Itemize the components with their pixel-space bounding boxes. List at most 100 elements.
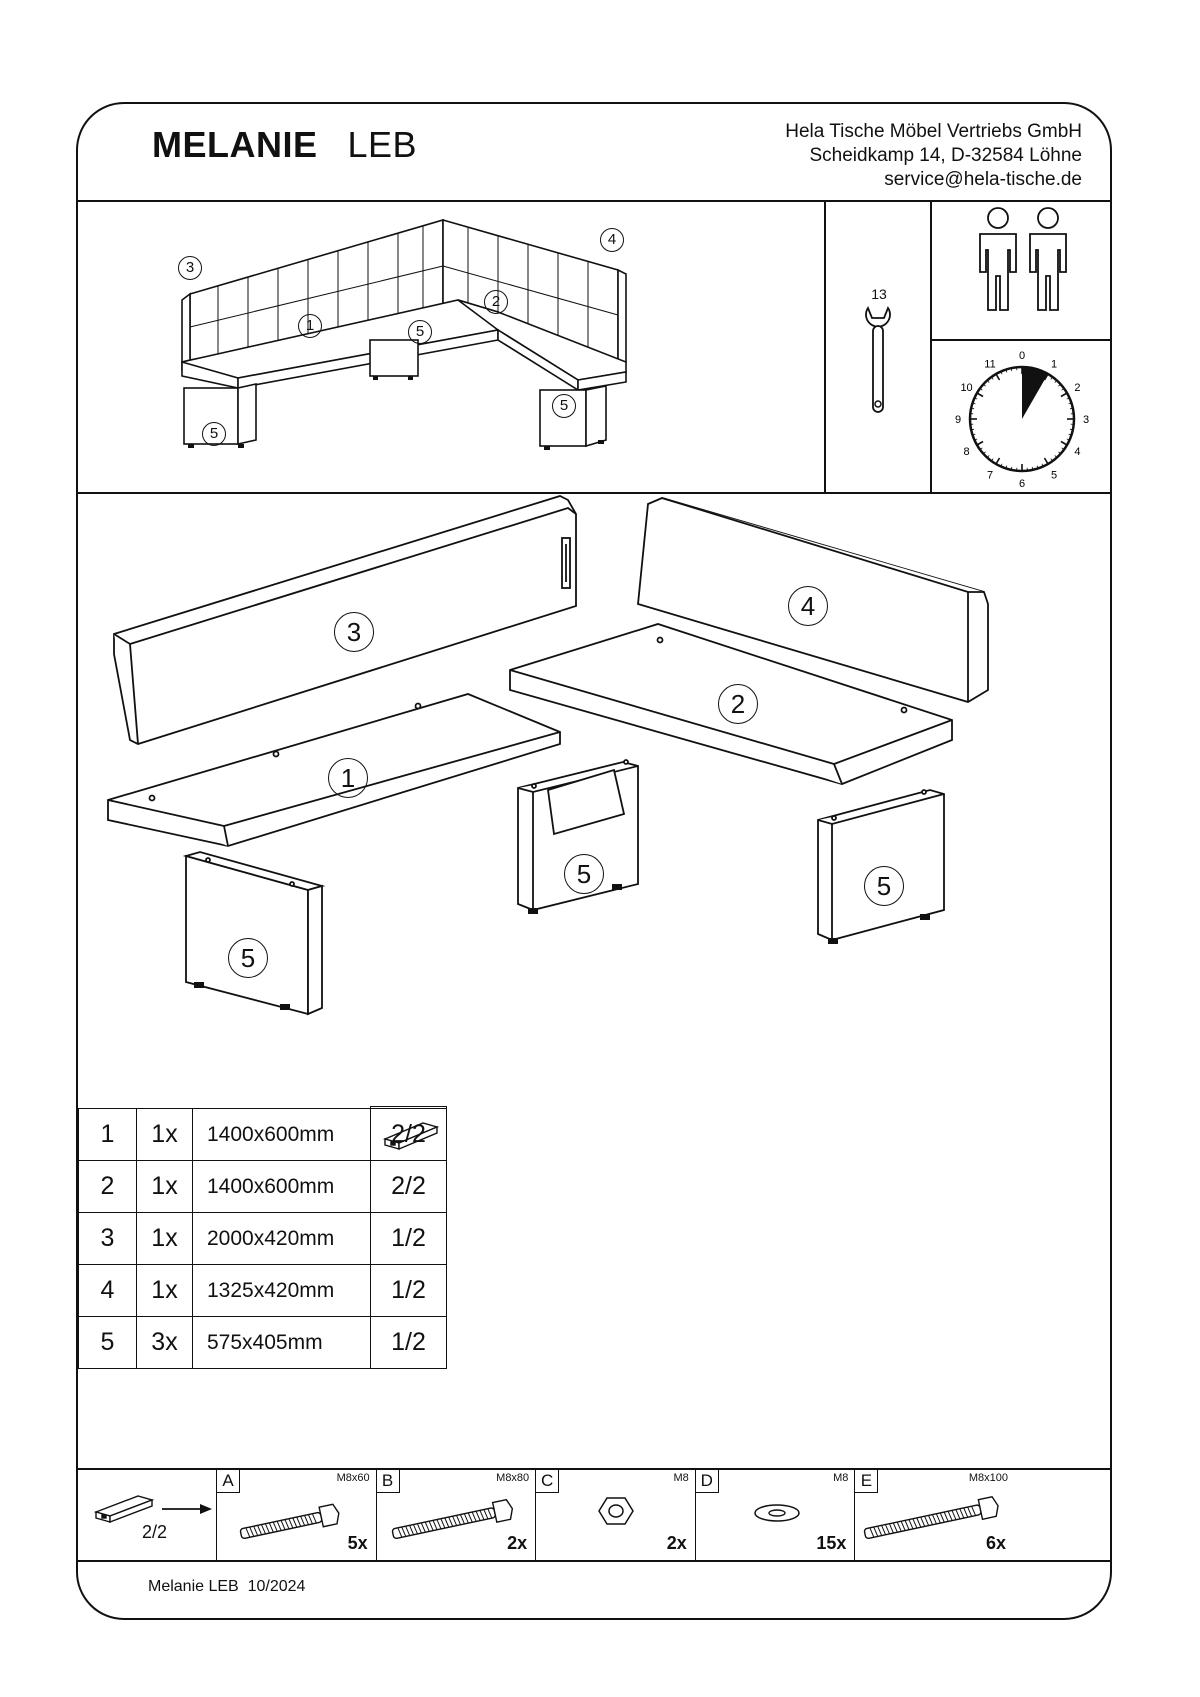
hardware-top-divider — [78, 1468, 1110, 1470]
part-number: 4 — [78, 1264, 137, 1317]
part-quantity: 3x — [136, 1316, 193, 1369]
hardware-spec: M8x60 — [336, 1472, 370, 1484]
hardware-spec: M8 — [673, 1472, 689, 1484]
clock-tick — [995, 457, 1001, 465]
hardware-quantity: 2x — [507, 1533, 528, 1553]
clock-tick — [1058, 451, 1061, 455]
clock-tick — [972, 433, 976, 436]
document-footer: Melanie LEB 10/2024 — [148, 1578, 305, 1596]
clock-tick — [1043, 373, 1049, 381]
clock-tick — [979, 447, 983, 450]
clock-number: 4 — [1074, 446, 1080, 458]
clock-tick — [1060, 392, 1068, 398]
part-dimensions: 1325x420mm — [192, 1264, 371, 1317]
hardware-item-c: C M8 2x — [535, 1470, 695, 1560]
part-quantity: 1x — [136, 1160, 193, 1213]
clock-tick — [1041, 463, 1044, 467]
part-package: 2/2 — [370, 1160, 447, 1213]
clock-tick — [1005, 465, 1008, 469]
overview-callout-5-right: 5 — [552, 394, 576, 418]
clock-tick — [1069, 407, 1073, 410]
product-name: MELANIE — [152, 124, 318, 165]
clock-tick — [986, 380, 990, 383]
clock-tick — [1061, 388, 1065, 391]
clock-tick — [1061, 447, 1065, 450]
overview-callout-4: 4 — [600, 228, 624, 252]
clock-number: 9 — [955, 414, 961, 426]
part-quantity: 1x — [136, 1108, 193, 1161]
callout-part-4: 4 — [788, 586, 828, 626]
hardware-spec: M8x80 — [496, 1472, 530, 1484]
washer-icon — [754, 1504, 800, 1522]
hardware-bottom-divider — [78, 1560, 1110, 1562]
clock-tick — [1058, 383, 1061, 387]
clock-tick — [1050, 458, 1053, 462]
clock-number: 11 — [984, 359, 995, 371]
clock-tick — [972, 402, 976, 405]
overview-callout-2: 2 — [484, 290, 508, 314]
hardware-letter: A — [217, 1470, 240, 1493]
overview-callout-1: 1 — [298, 314, 322, 338]
clock-tick — [974, 438, 978, 441]
clock-tick — [976, 392, 984, 398]
clock-tick — [1036, 465, 1039, 469]
part-number: 5 — [78, 1316, 137, 1369]
assembled-bench-illustration — [181, 218, 627, 450]
two-persons-icon — [979, 207, 1067, 311]
part-package: 2/2 — [370, 1108, 447, 1161]
overview-callout-3: 3 — [178, 256, 202, 280]
clock-tick — [1054, 455, 1058, 458]
overview-callout-5-left: 5 — [202, 422, 226, 446]
clock-tick — [1060, 440, 1068, 446]
part-package: 1/2 — [370, 1264, 447, 1317]
clock-tick — [971, 407, 975, 410]
callout-part-5-right: 5 — [864, 866, 904, 906]
clock-number: 1 — [1051, 359, 1057, 371]
bolt-icon — [239, 1503, 340, 1540]
clock-tick — [995, 373, 1001, 381]
clock-tick — [1054, 380, 1058, 383]
footer-doc-ref: Melanie LEB — [148, 1578, 239, 1595]
overview-callout-5-middle: 5 — [408, 320, 432, 344]
tools-divider-3 — [930, 339, 1110, 341]
clock-tick — [1066, 397, 1070, 400]
clock-tick — [1010, 466, 1013, 470]
wrench-icon — [865, 306, 891, 413]
clock-tick — [971, 428, 975, 431]
hex-nut-icon — [598, 1497, 635, 1525]
clock-number: 3 — [1083, 414, 1089, 426]
part-dimensions: 2000x420mm — [192, 1212, 371, 1265]
clock-number: 7 — [987, 469, 993, 481]
company-street: Scheidkamp 14, D-32584 Löhne — [809, 145, 1082, 166]
clock-time-sector — [1022, 367, 1048, 419]
clock-number: 8 — [964, 446, 970, 458]
clock-tick — [1069, 428, 1073, 431]
callout-part-2: 2 — [718, 684, 758, 724]
clock-tick — [983, 383, 986, 387]
clock-tick — [1066, 438, 1070, 441]
clock-tick — [1050, 376, 1053, 380]
hardware-letter: C — [536, 1470, 560, 1493]
clock-tick — [983, 451, 986, 455]
part-package: 1/2 — [370, 1212, 447, 1265]
clock-number: 0 — [1019, 350, 1025, 362]
part-number: 1 — [78, 1108, 137, 1161]
company-address: Hela Tische Möbel Vertriebs GmbH Scheidk… — [785, 120, 1082, 192]
callout-part-1: 1 — [328, 758, 368, 798]
hardware-quantity: 2x — [666, 1533, 687, 1553]
overview-divider — [78, 492, 1110, 494]
clock-tick — [1031, 466, 1034, 470]
bolt-icon — [391, 1498, 513, 1540]
hardware-package-cell: 2/2 — [78, 1470, 216, 1560]
clock-tick — [1068, 402, 1072, 405]
hardware-spec: M8 — [833, 1472, 849, 1484]
header-divider — [78, 200, 1110, 202]
hardware-quantity: 6x — [985, 1533, 1006, 1553]
clock-tick — [991, 376, 994, 380]
